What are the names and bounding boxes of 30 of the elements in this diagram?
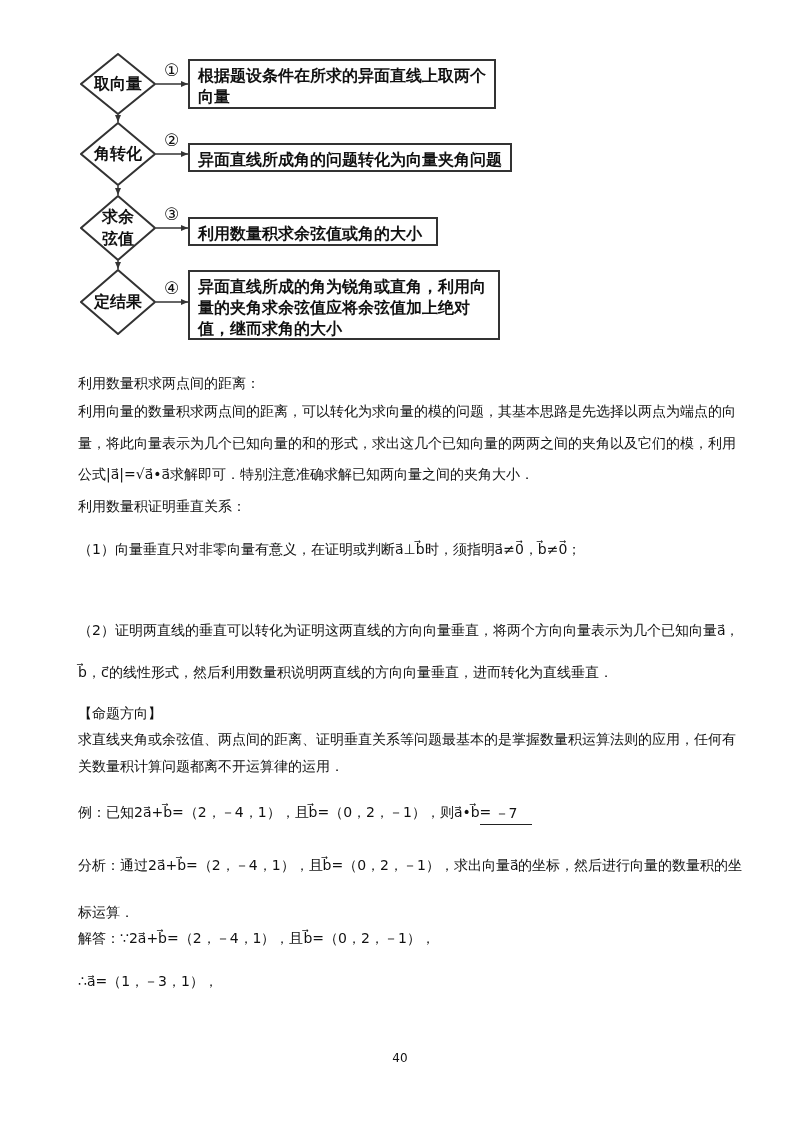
page-number: 40 [391,1050,409,1067]
arrow [115,185,121,196]
decision-diamond: 取向量 [80,53,156,115]
decision-diamond: 定结果 [80,269,156,335]
process-box: 根据题设条件在所求的异面直线上取两个向量 [188,59,496,109]
list-item: （2）证明两直线的垂直可以转化为证明这两直线的方向向量垂直，将两个方向向量表示为几个已知向量a⃗，b⃗，c⃗的线性形式，然后利用数量积说明两直线的方向向量垂直，进而转化为直线垂直． [78,621,741,682]
arrow [115,114,121,123]
arrow [155,299,189,305]
paragraph: 求直线夹角或余弦值、两点间的距离、证明垂直关系等问题最基本的是掌握数量积运算法则的应用，任何有关数量积计算问题都离不开运算律的运用． [78,730,737,776]
edge-label: ② [164,131,180,149]
list-item: （1）向量垂直只对非零向量有意义，在证明或判断a⃗⊥b⃗时，须指明a⃗≠0⃗，b⃗≠0⃗； [78,539,583,559]
arrow [155,151,189,157]
section-heading: 利用数量积求两点间的距离： [78,374,261,393]
edge-label: ① [164,61,180,79]
paragraph: ∴a⃗=（1，－3，1）， [78,972,219,991]
section-heading: 利用数量积证明垂直关系： [78,497,247,516]
arrow [155,225,189,231]
section-heading: 【命题方向】 [78,704,163,723]
decision-diamond: 角转化 [80,122,156,186]
paragraph: 解答：∵2a⃗+b⃗=（2，－4，1），且b⃗=（0，2，－1）， [78,928,436,948]
edge-label: ④ [164,279,180,297]
edge-label: ③ [164,205,180,223]
decision-diamond: 求余弦值 [80,195,156,261]
process-box: 利用数量积求余弦值或角的大小 [188,217,438,246]
arrow [115,260,121,270]
example-question: 例：已知2a⃗+b⃗=（2，－4，1），且b⃗=（0，2，－1），则a⃗•b⃗= [78,802,492,822]
paragraph: 利用向量的数量积求两点间的距离，可以转化为求向量的模的问题，其基本思路是先选择以两点为端点的向量，将此向量表示为几个已知向量的和的形式，求出这几个已知向量的两两之间的夹角以及它们的模，利用公式|a⃗|=√a⃗•a⃗求解即可．特别注意准确求解已知两向量之间的夹角大小． [78,402,737,485]
process-box: 异面直线所成角的问题转化为向量夹角问题 [188,143,512,172]
arrow [155,81,189,87]
process-box: 异面直线所成的角为锐角或直角，利用向量的夹角求余弦值应将余弦值加上绝对值，继而求角的大小 [188,270,500,340]
